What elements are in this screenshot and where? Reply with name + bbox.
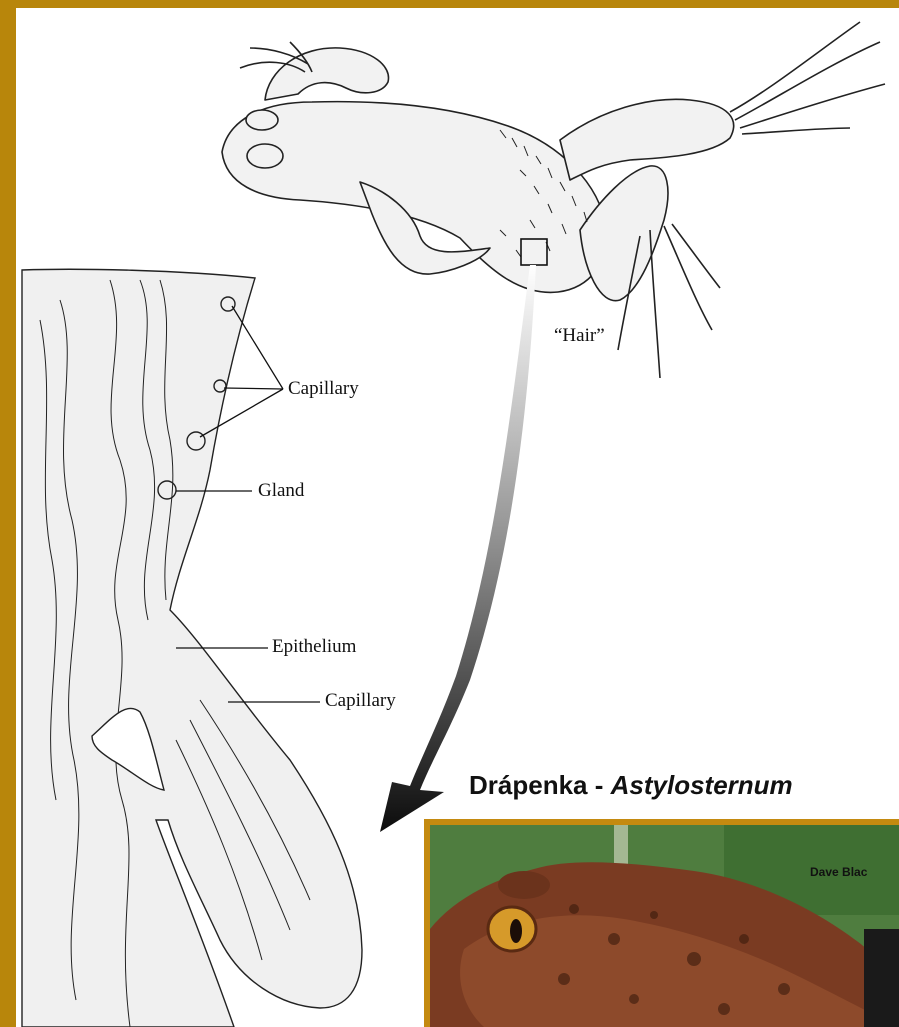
magnification-arrow: [380, 265, 536, 832]
slide-title: Drápenka - Astylosternum: [469, 770, 793, 801]
frog-photo: [424, 819, 899, 1027]
label-hair: “Hair”: [554, 325, 605, 347]
label-capillary-top: Capillary: [288, 378, 359, 400]
label-epithelium: Epithelium: [272, 636, 356, 658]
frog-hind-leg-lower: [580, 166, 668, 301]
label-capillary-bottom: Capillary: [325, 690, 396, 712]
frog-hind-toes-upper: [730, 22, 885, 134]
frog-front-leg-upper: [265, 48, 389, 100]
frog-eye-ridge: [246, 110, 278, 130]
label-gland: Gland: [258, 480, 304, 502]
frog-eye: [247, 144, 283, 168]
title-common-name: Drápenka -: [469, 770, 611, 800]
frog-photo-image: [424, 819, 899, 1027]
photo-credit: Dave Blac: [810, 865, 867, 879]
title-genus: Astylosternum: [611, 770, 793, 800]
